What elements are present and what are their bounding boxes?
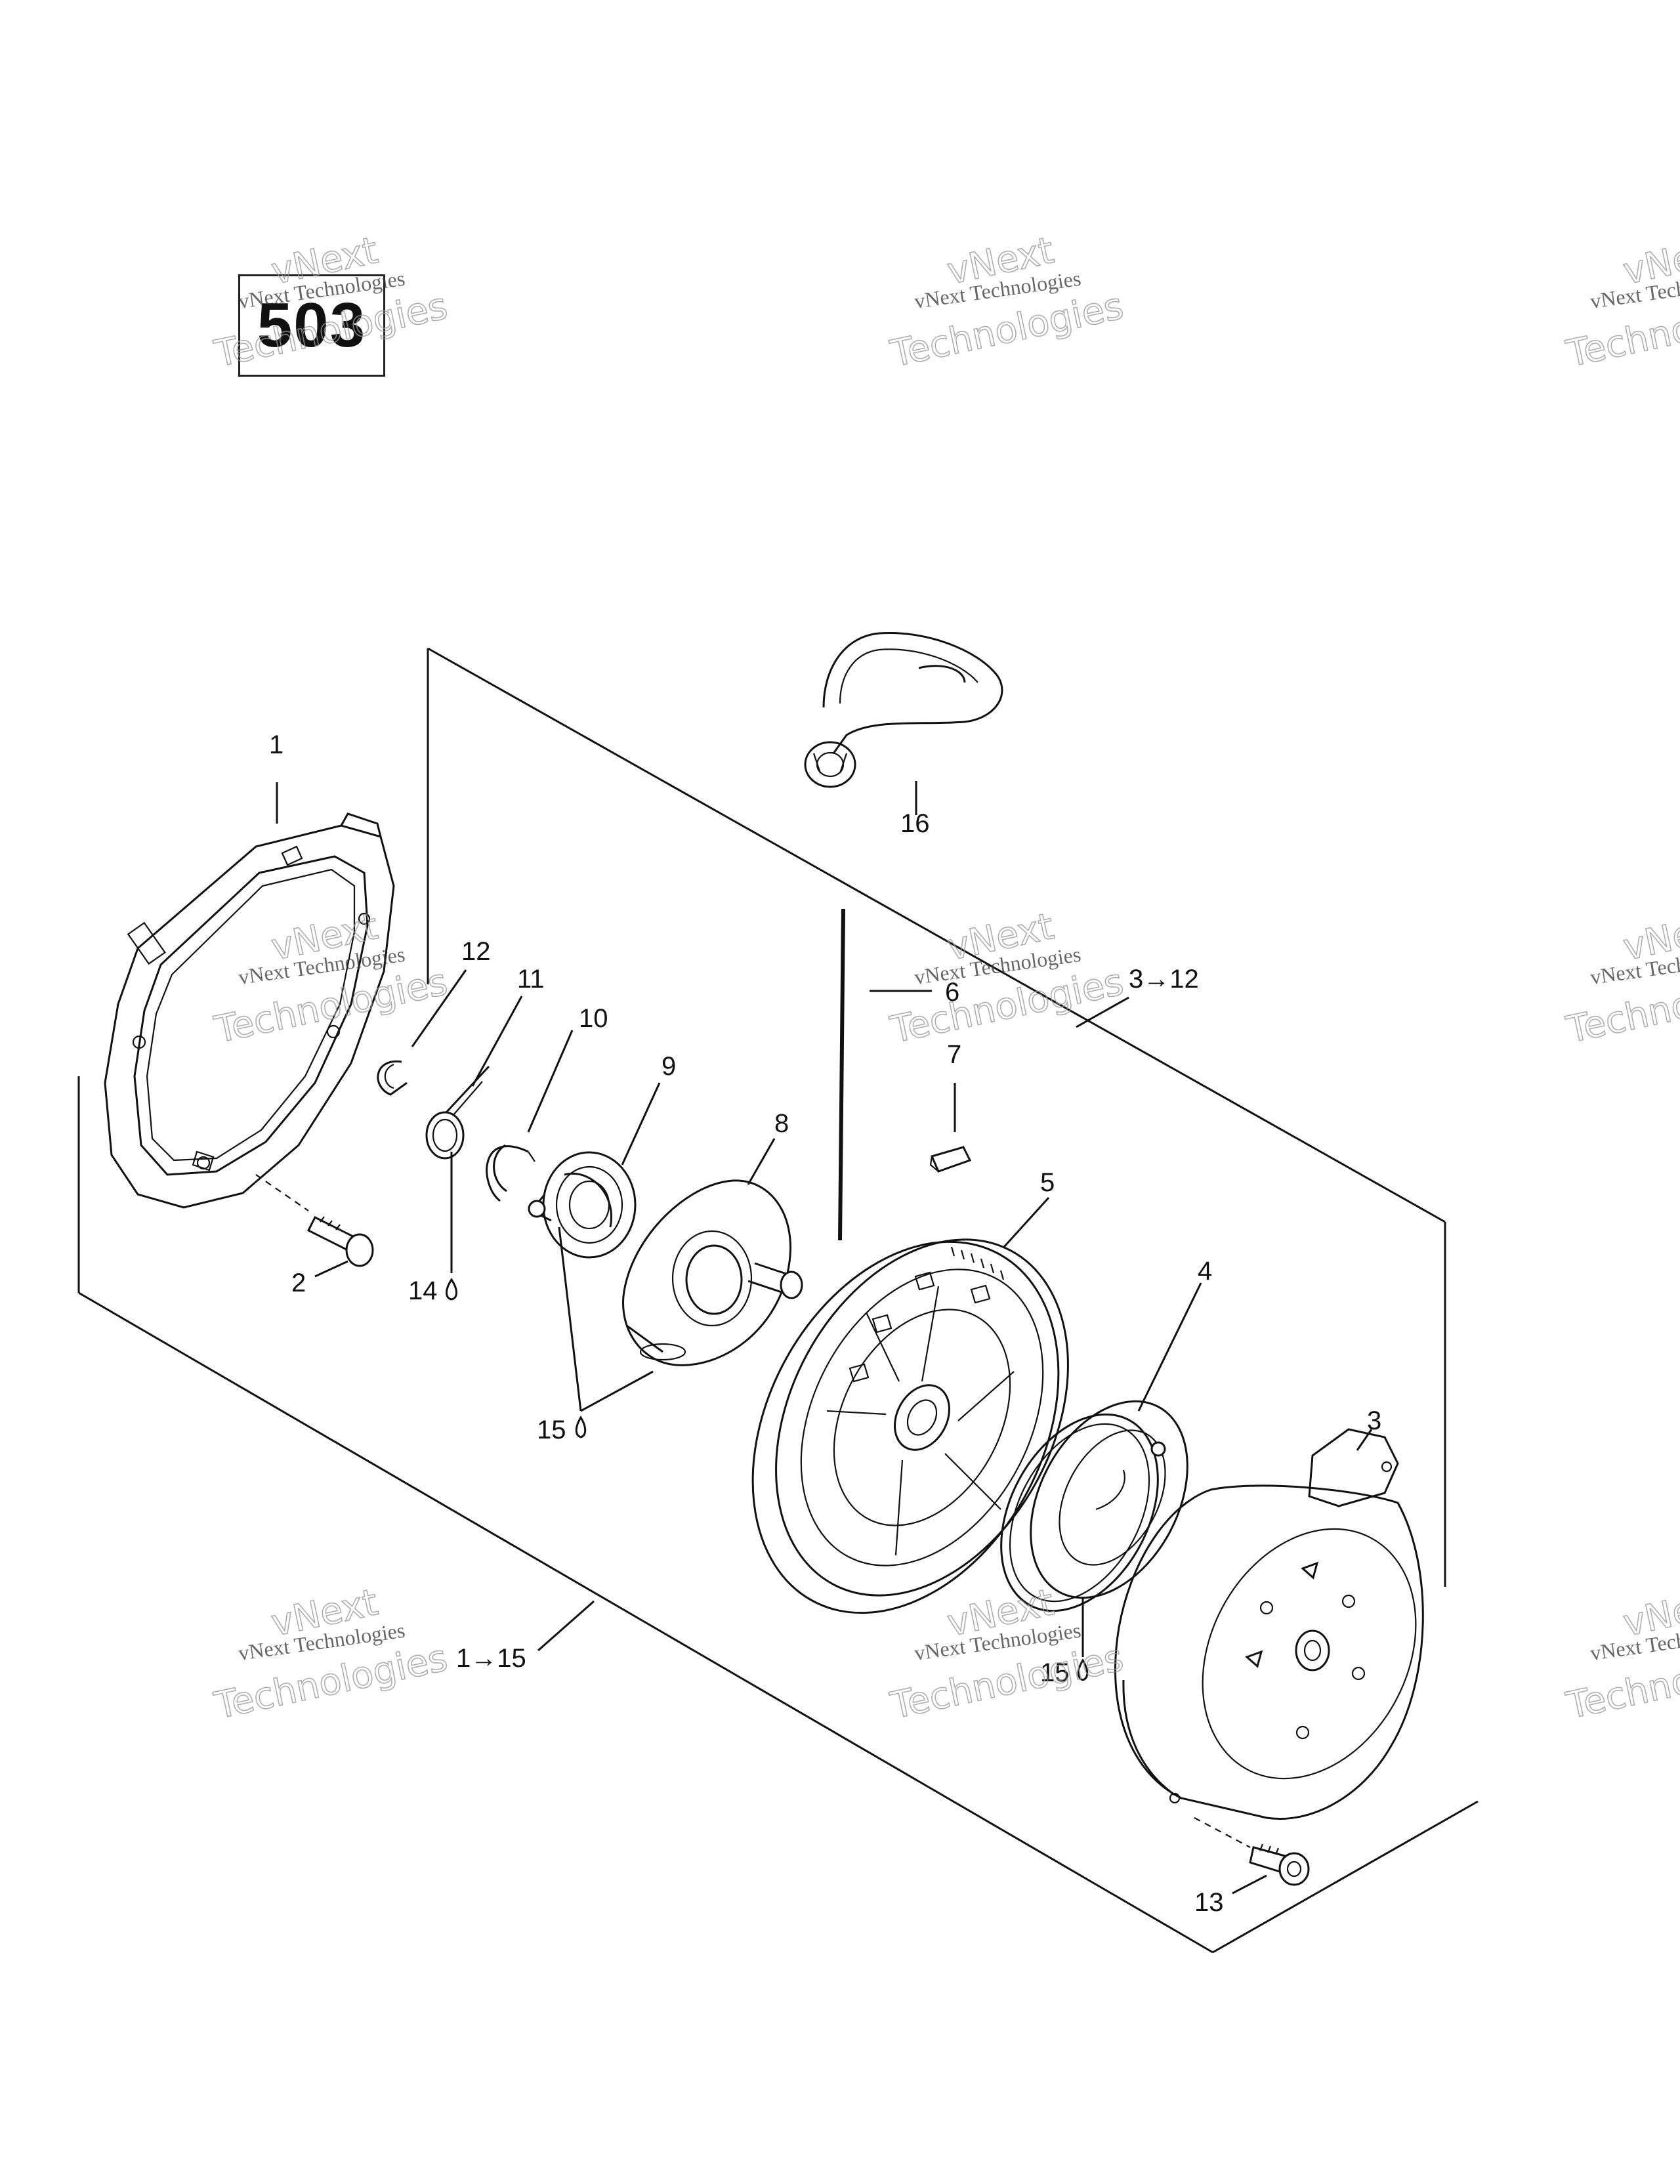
page-number-box: 503 [238,274,385,377]
callout-11: 11 [517,965,545,994]
leader-9 [621,1082,661,1166]
part-8-guide [622,1179,803,1366]
watermark-1: vNext Technologies vNext Technologies [210,228,452,376]
callout-7: 7 [947,1040,961,1069]
watermark-8: vNext Technologies vNext Technologies [886,1580,1127,1728]
callout-2: 2 [291,1269,306,1297]
callout-1: 1 [269,730,284,759]
leader-11 [471,996,523,1087]
svg-text:vNext: vNext [1620,905,1680,969]
leader-range-3-12 [1076,996,1129,1028]
callout-16: 16 [900,809,930,838]
watermark-group: vNext Technologies vNext Technologies vN… [210,228,1680,1728]
callout-8: 8 [774,1109,789,1138]
callout-9: 9 [662,1052,676,1081]
part-3-cover [1114,1428,1424,1820]
watermark-6: vNext Technologies vNext Technologies [1562,904,1680,1052]
leader-4 [1137,1282,1202,1412]
watermark-2: vNext Technologies vNext Technologies [886,228,1127,376]
watermark-9: vNext Technologies vNext Technologies [1562,1580,1680,1728]
leader-12 [411,969,467,1047]
part-10-retaining-ring [486,1144,536,1202]
callout-14: 14 [408,1276,438,1305]
part-9-ratchet [528,1151,637,1259]
part-15-lubricant-b [1077,1598,1089,1681]
part-2-screw [255,1174,374,1267]
callout-15-a: 15 [537,1416,566,1444]
leader-range-1-15 [537,1600,595,1652]
svg-text:vNext: vNext [1620,229,1680,293]
callout-10: 10 [579,1004,608,1033]
part-14-lubricant [446,1152,457,1301]
part-11-spring [425,1065,490,1160]
callout-5: 5 [1040,1168,1055,1197]
callout-12: 12 [461,937,491,966]
leader-10 [527,1030,574,1133]
callout-13: 13 [1194,1888,1224,1917]
watermark-4: vNext Technologies vNext Technologies [210,904,452,1052]
page-number: 503 [257,290,367,360]
watermark-3: vNext Technologies vNext Technologies [1562,228,1680,376]
leader-13 [1232,1874,1267,1895]
assembly-frame [77,647,1479,1954]
part-15-lubricant-a [558,1227,654,1438]
part-13-screw [1194,1817,1310,1886]
callout-3: 3 [1367,1406,1381,1435]
part-6-rope [836,908,845,1241]
callout-4: 4 [1198,1257,1212,1286]
leader-3 [1356,1429,1373,1451]
callout-6: 6 [945,978,959,1007]
part-5-pulley [751,1238,1069,1614]
watermark-7: vNext Technologies vNext Technologies [210,1580,452,1728]
part-7-key [929,1146,972,1173]
part-12-clip [377,1060,408,1096]
callout-range-3-12: 3→12 [1129,965,1199,994]
callout-range-1-15: 1→15 [456,1644,526,1673]
part-4-recoil-spring [1000,1400,1188,1612]
callout-15-b: 15 [1040,1658,1070,1687]
leader-2 [314,1260,348,1278]
leader-5 [1003,1196,1050,1248]
part-1-housing-ring [104,812,395,1209]
leader-8 [747,1138,776,1185]
svg-text:vNext: vNext [1620,1581,1680,1645]
part-16-handle [804,631,1003,788]
